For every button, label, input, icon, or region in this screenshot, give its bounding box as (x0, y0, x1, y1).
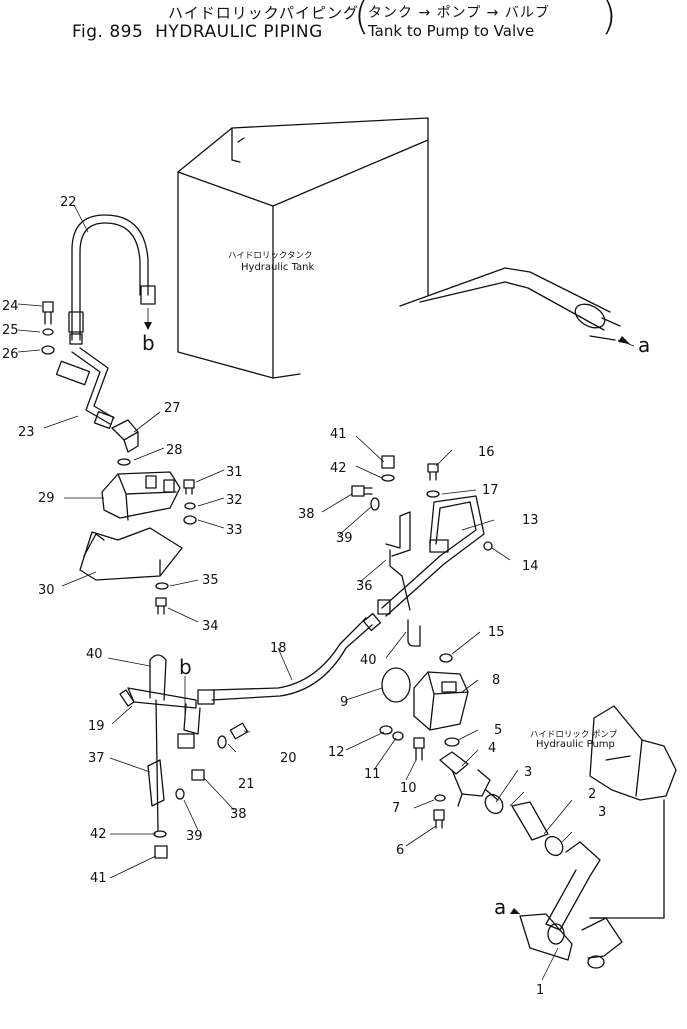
callout-5: 5 (494, 723, 502, 738)
callout-17: 17 (482, 483, 499, 498)
callout-13: 13 (522, 513, 539, 528)
callout-18: 18 (270, 641, 287, 656)
callout-25: 25 (2, 323, 19, 338)
callout-34: 34 (202, 619, 219, 634)
callout-10: 10 (400, 781, 417, 796)
callout-22: 22 (60, 195, 77, 210)
callout-4: 4 (488, 741, 496, 756)
hose-22 (68, 214, 156, 345)
u-bolt-40-lower (149, 654, 167, 701)
bolt-set-upper-right (351, 455, 440, 511)
callout-33: 33 (226, 523, 243, 538)
hose-2 (484, 793, 564, 857)
bracket-36 (385, 511, 411, 611)
callout-1: 1 (536, 983, 544, 998)
ref-b-lower: b (179, 655, 192, 679)
component-labels: ハイドロリックタンク Hydraulic Tank ハイドロリック ポンプ Hy… (228, 251, 618, 750)
hydraulic-tank (177, 117, 621, 379)
u-bolt-40-upper (407, 619, 421, 647)
leader-lines (17, 204, 635, 981)
pump-label-en: Hydraulic Pump (536, 739, 615, 750)
callout-23: 23 (18, 425, 35, 440)
callout-3b: 3 (598, 805, 606, 820)
callout-38b: 38 (230, 807, 247, 822)
callout-37: 37 (88, 751, 105, 766)
pump-label-jp: ハイドロリック ポンプ (530, 730, 618, 740)
callout-14: 14 (522, 559, 539, 574)
valve-29 (101, 471, 181, 521)
callout-39b: 39 (186, 829, 203, 844)
hose-18 (197, 612, 382, 705)
callout-36: 36 (356, 579, 373, 594)
callout-41a: 41 (330, 427, 347, 442)
callout-12: 12 (328, 745, 345, 760)
callout-32: 32 (226, 493, 243, 508)
bracket-37 (147, 699, 165, 831)
ref-a-upper: a (638, 333, 650, 357)
tank-label-jp: ハイドロリックタンク (228, 251, 313, 261)
figure-title: Fig. 895 HYDRAULIC PIPING (72, 22, 323, 42)
figure-subtitle-en: Tank to Pump to Valve (368, 22, 535, 40)
callout-39a: 39 (336, 531, 353, 546)
callout-40b: 40 (86, 647, 103, 662)
callout-9: 9 (340, 695, 348, 710)
callout-29: 29 (38, 491, 55, 506)
callout-38a: 38 (298, 507, 315, 522)
callout-16: 16 (478, 445, 495, 460)
bolt-set-lower-left (153, 722, 249, 859)
callout-30: 30 (38, 583, 55, 598)
callout-11: 11 (364, 767, 381, 782)
bracket-30 (79, 527, 183, 581)
callout-19: 19 (88, 719, 105, 734)
pipe-23 (55, 347, 115, 430)
callout-27: 27 (164, 401, 181, 416)
pipe-13 (377, 495, 493, 617)
callout-42b: 42 (90, 827, 107, 842)
arrowheads (144, 322, 630, 914)
connection-refs: b a b a (142, 331, 650, 919)
suction-pipe-1 (519, 841, 623, 969)
callout-3a: 3 (524, 765, 532, 780)
figure-number: Fig. 895 (72, 22, 144, 42)
callout-7: 7 (392, 801, 400, 816)
callout-28: 28 (166, 443, 183, 458)
bolt-set-31-35 (117, 458, 197, 615)
ref-a-lower: a (494, 895, 506, 919)
callout-24: 24 (2, 299, 19, 314)
bolt-set-24-26 (41, 301, 55, 355)
ref-b-upper: b (142, 331, 155, 355)
paren-right: ) (601, 0, 617, 39)
callout-6: 6 (396, 843, 404, 858)
callout-26: 26 (2, 347, 19, 362)
o-ring-9 (381, 667, 411, 703)
callout-40a: 40 (360, 653, 377, 668)
hydraulic-pump (589, 705, 677, 919)
callout-35: 35 (202, 573, 219, 588)
callouts: 1 2 3 3 4 5 6 7 8 9 10 11 12 13 14 15 16… (2, 195, 606, 998)
callout-21: 21 (238, 777, 255, 792)
figure-title-jp: ハイドロリックパイピング (168, 4, 359, 22)
callout-8: 8 (492, 673, 500, 688)
callout-42a: 42 (330, 461, 347, 476)
callout-2: 2 (588, 787, 596, 802)
tee-pipe-19 (119, 687, 201, 749)
callout-41b: 41 (90, 871, 107, 886)
callout-15: 15 (488, 625, 505, 640)
elbow-27 (111, 419, 139, 453)
manifold-block-8 (413, 671, 469, 731)
callout-31: 31 (226, 465, 243, 480)
callout-20: 20 (280, 751, 297, 766)
o-ring-15 (439, 653, 453, 663)
figure-title-en: HYDRAULIC PIPING (155, 22, 323, 42)
figure-subtitle-jp: タンク → ポンプ → バルブ (368, 5, 550, 21)
paren-left: ( (354, 0, 370, 39)
tank-label-en: Hydraulic Tank (241, 262, 315, 273)
